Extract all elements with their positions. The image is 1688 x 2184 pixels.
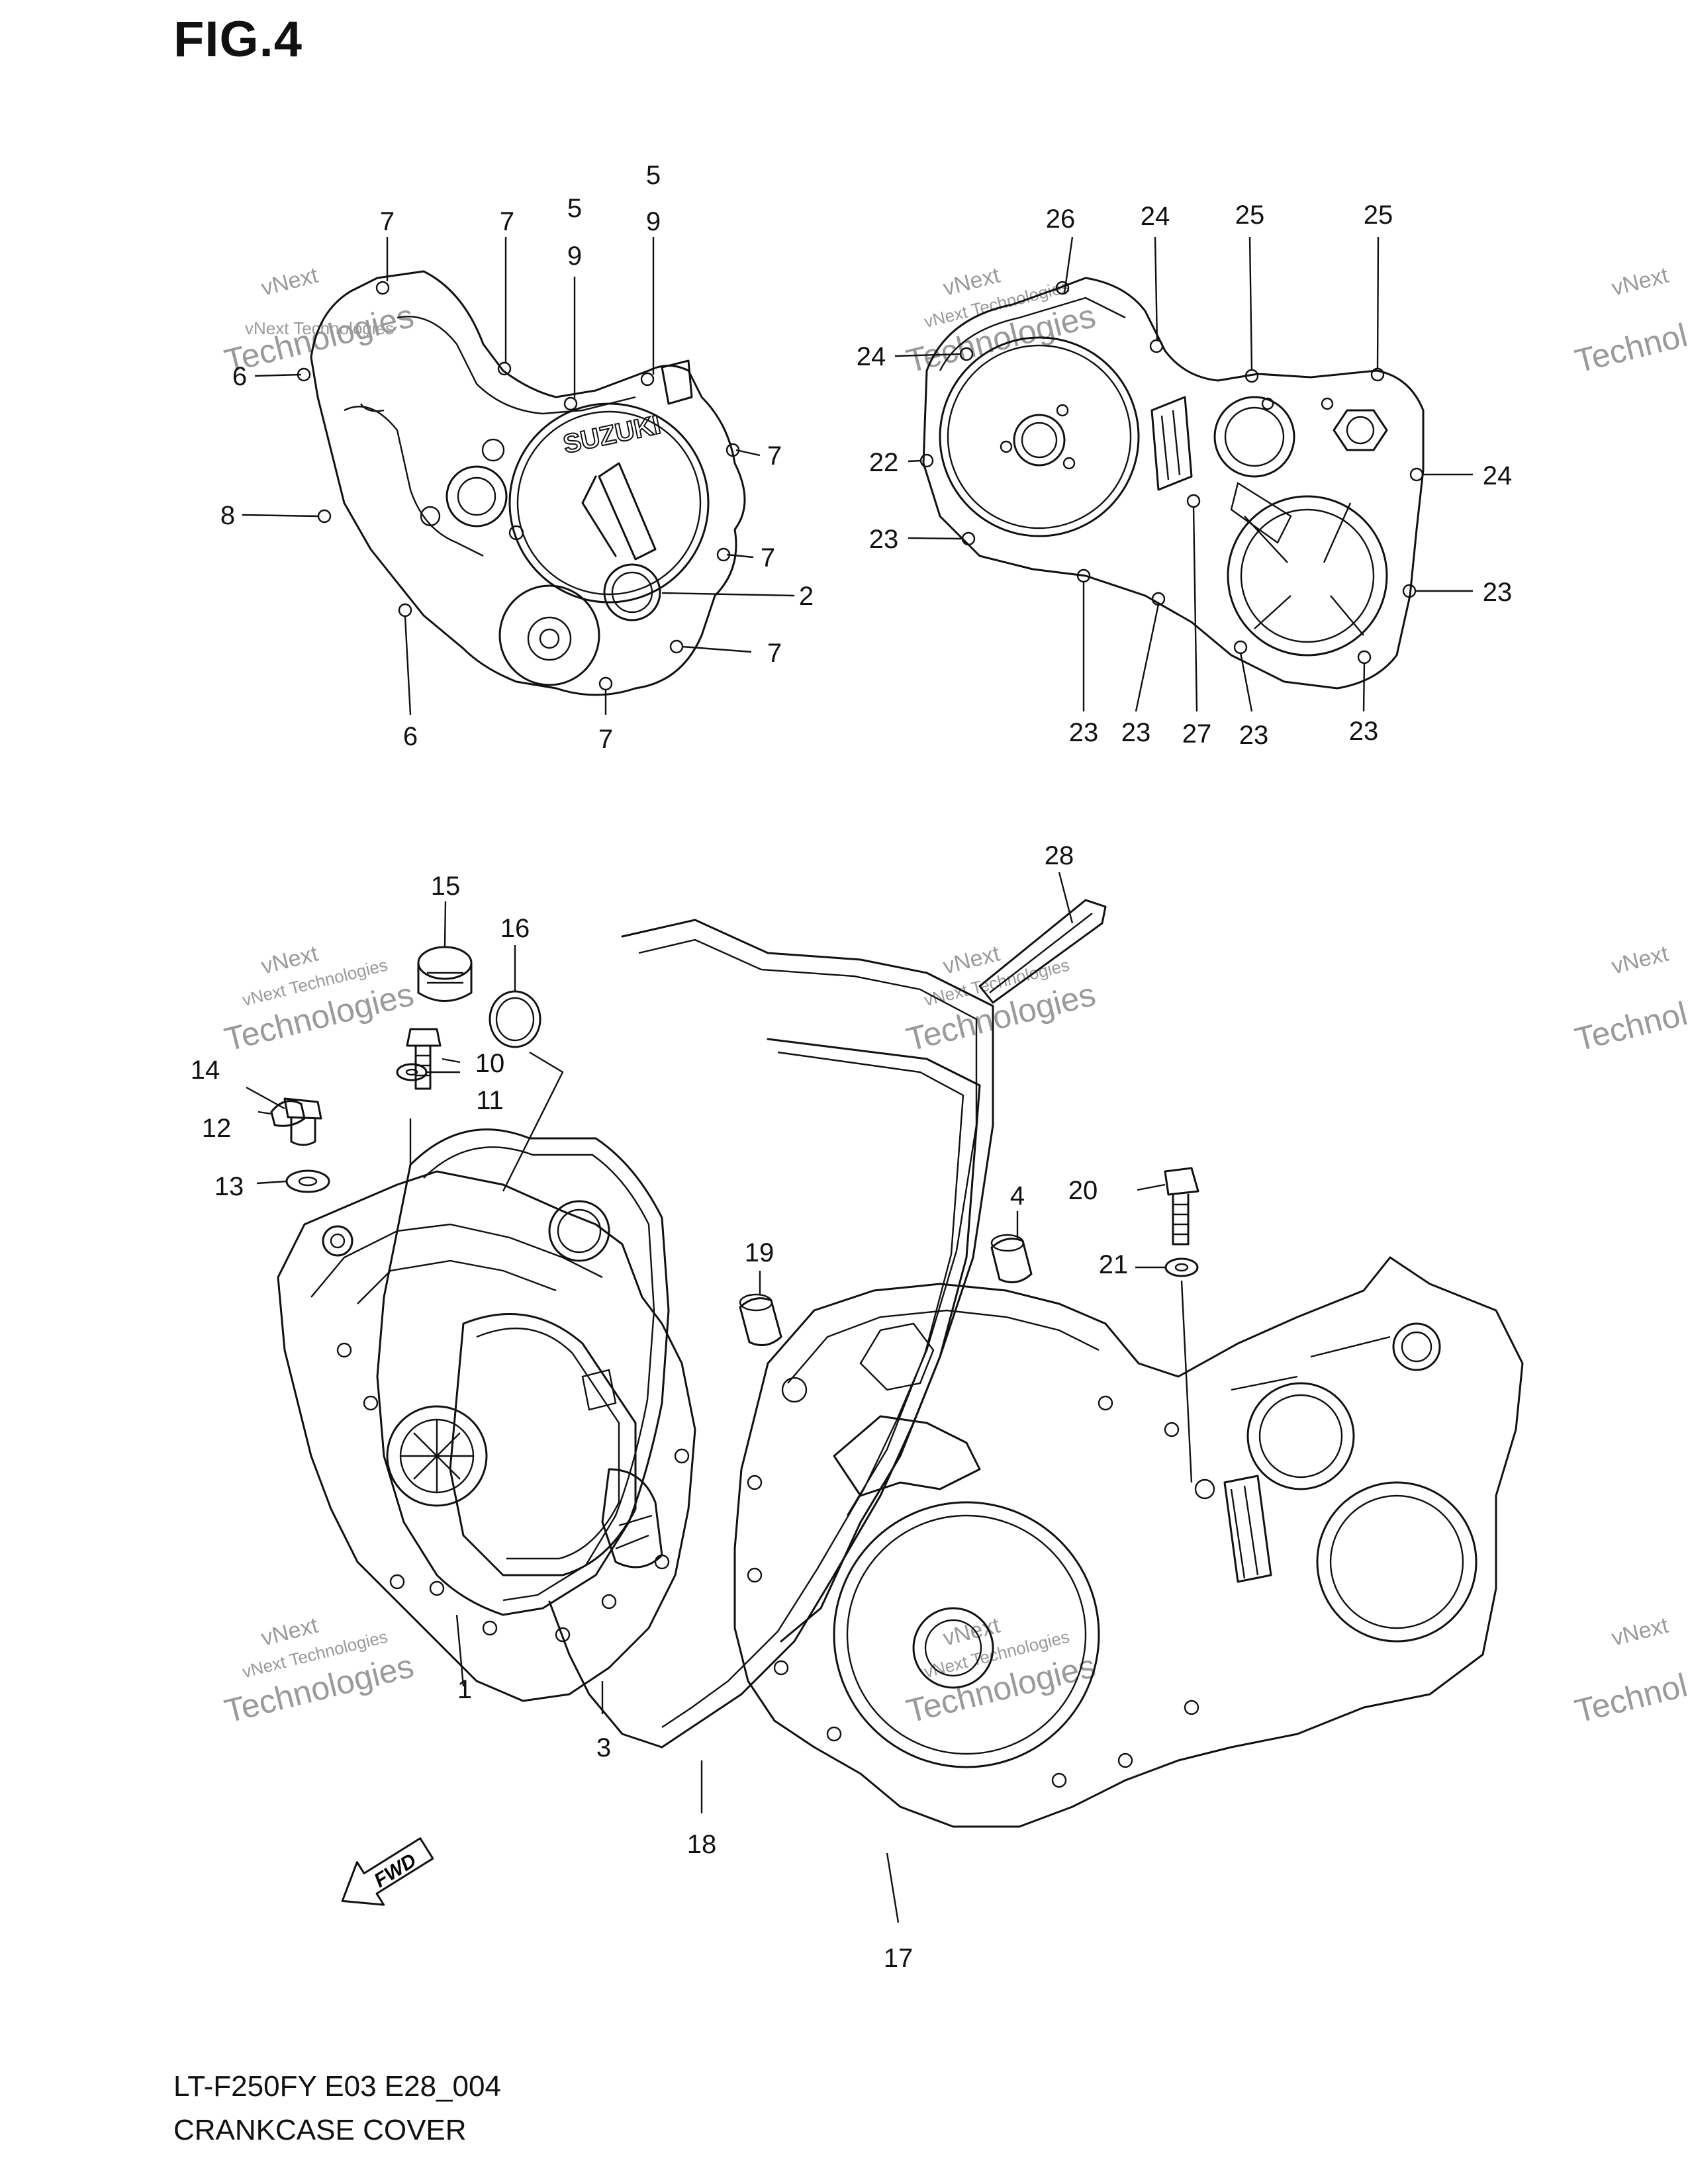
callout-16: 16 [500,914,530,943]
callout-5: 5 [646,161,661,190]
o-ring [489,990,541,1048]
callout-18: 18 [687,1830,717,1859]
callout-15: 15 [431,872,461,901]
washer [396,1063,428,1081]
bolt [1164,1167,1199,1196]
callout-21: 21 [1099,1250,1129,1279]
watermark: vNext Technologies [1571,1613,1688,1730]
callout-6: 6 [403,722,418,751]
watermark-text: vNext [259,263,321,301]
gasket-set [376,919,994,1749]
callout-24: 24 [1483,461,1513,490]
callout-23: 23 [1121,718,1151,747]
callout-8: 8 [220,501,235,530]
callout-23: 23 [1069,718,1099,747]
callout-9: 9 [646,207,661,236]
callout-24: 24 [857,342,886,371]
callout-23: 23 [1483,578,1513,607]
callout-7: 7 [767,639,782,668]
model-code: LT-F250FY E03 E28_004 [173,2070,501,2103]
watermark-group: vNext vNext Technologies Technologies vN… [221,263,1688,1730]
callout-7: 7 [380,207,395,236]
watermark: vNext vNext Technologies Technologies [221,941,418,1058]
small-parts: FWD [270,899,1199,1906]
callout-17: 17 [884,1944,914,1973]
callout-7: 7 [761,543,775,572]
fwd-label: FWD [370,1849,420,1891]
watermark: vNext vNext Technologies Technologies [221,1613,418,1730]
callout-3: 3 [596,1733,611,1762]
watermark-text: vNext [1609,263,1671,301]
callout-labels: 7 7 5 9 5 9 6 7 8 7 2 7 6 7 26 24 25 25 … [191,161,1513,1973]
watermark: vNext Technologies [1571,263,1688,380]
callout-1: 1 [457,1675,472,1704]
diagram-name: CRANKCASE COVER [173,2114,467,2146]
callout-23: 23 [1239,721,1269,750]
callout-27: 27 [1182,719,1212,749]
callout-11: 11 [476,1086,504,1115]
callout-25: 25 [1235,201,1265,230]
left-crankcase-half [277,1170,696,1702]
watermark: vNext Technologies [1571,941,1688,1058]
callout-6: 6 [232,362,247,391]
callout-7: 7 [767,441,782,471]
callout-4: 4 [1010,1181,1025,1210]
callout-7: 7 [500,207,514,236]
callout-10: 10 [475,1049,505,1078]
watermark-text: vNext [1609,941,1671,979]
callout-5: 5 [567,194,582,223]
right-crankcase-half [733,1256,1524,1828]
callout-7: 7 [598,725,613,754]
dowel-pin [739,1297,782,1346]
callout-14: 14 [191,1056,220,1085]
watermark: vNext vNext Technologies Technologies [903,1613,1100,1730]
watermark-text: Technologies [1571,297,1688,380]
oil-filler-cap [417,946,473,980]
callout-12: 12 [202,1114,232,1143]
callout-22: 22 [869,448,899,477]
watermark-text: Technologies [1571,976,1688,1058]
callout-9: 9 [567,242,582,271]
callout-26: 26 [1046,205,1076,234]
callout-20: 20 [1068,1176,1098,1205]
leader-lines [242,236,1473,1923]
watermark: vNext vNext Technologies Technologies [903,263,1100,380]
plate [978,899,1107,1004]
callout-19: 19 [745,1238,774,1267]
callout-2: 2 [799,582,814,611]
watermark-text: Technologies [221,297,418,380]
callout-13: 13 [214,1172,244,1201]
callout-24: 24 [1141,202,1170,231]
dowel-pin [990,1238,1033,1283]
callout-25: 25 [1364,201,1393,230]
callout-23: 23 [1349,717,1379,746]
watermark-text: Technologies [1571,1647,1688,1730]
drain-plug [283,1097,322,1120]
bolt [406,1028,442,1047]
washer [1164,1257,1199,1277]
figure-title: FIG.4 [173,11,303,68]
gasket-washer [285,1169,330,1193]
fwd-arrow-icon: FWD [341,1837,434,1906]
watermark-text: vNext [1609,1613,1671,1651]
callout-23: 23 [869,525,899,554]
callout-28: 28 [1045,841,1074,870]
